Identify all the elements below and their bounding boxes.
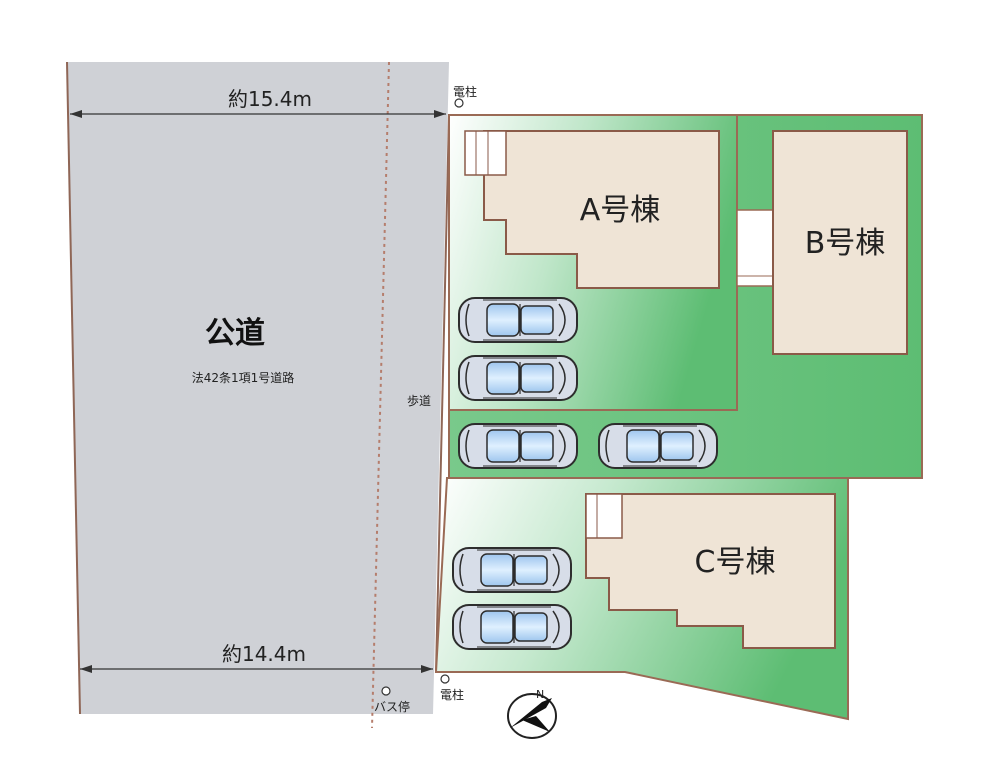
public-road	[67, 62, 449, 714]
lot-road-boundary	[435, 114, 450, 673]
road-left-edge	[66, 61, 81, 715]
compass-icon: N	[507, 688, 557, 739]
parking-car	[458, 355, 578, 401]
width-dimension-bottom: 約14.4m	[80, 642, 433, 673]
svg-text:バス停: バス停	[374, 699, 410, 714]
parking-car	[458, 423, 578, 469]
svg-text:電柱: 電柱	[453, 84, 477, 99]
parking-car	[452, 547, 572, 593]
svg-text:電柱: 電柱	[440, 687, 464, 702]
width-bottom-label: 約14.4m	[222, 642, 306, 666]
building-a-label: A号棟	[580, 193, 661, 228]
width-dimension-top: 約15.4m	[70, 87, 446, 118]
building-b: B号棟	[736, 130, 908, 355]
parking-car	[458, 297, 578, 343]
building-b-label: B号棟	[805, 226, 886, 261]
road-title: 公道	[205, 316, 265, 351]
sidewalk-line	[371, 61, 390, 729]
parking-car	[598, 423, 718, 469]
width-top-label: 約15.4m	[228, 87, 312, 111]
parking-car	[452, 604, 572, 650]
bus-stop: バス停	[374, 686, 410, 714]
utility-pole-bottom: 電柱	[440, 674, 464, 702]
compass-north-label: N	[536, 688, 544, 701]
building-c: C号棟	[585, 493, 836, 649]
utility-pole-top: 電柱	[453, 84, 477, 108]
building-a: A号棟	[464, 130, 720, 289]
road-subtitle: 法42条1項1号道路	[192, 370, 295, 385]
sidewalk-label: 歩道	[407, 393, 431, 408]
building-c-label: C号棟	[695, 545, 776, 580]
